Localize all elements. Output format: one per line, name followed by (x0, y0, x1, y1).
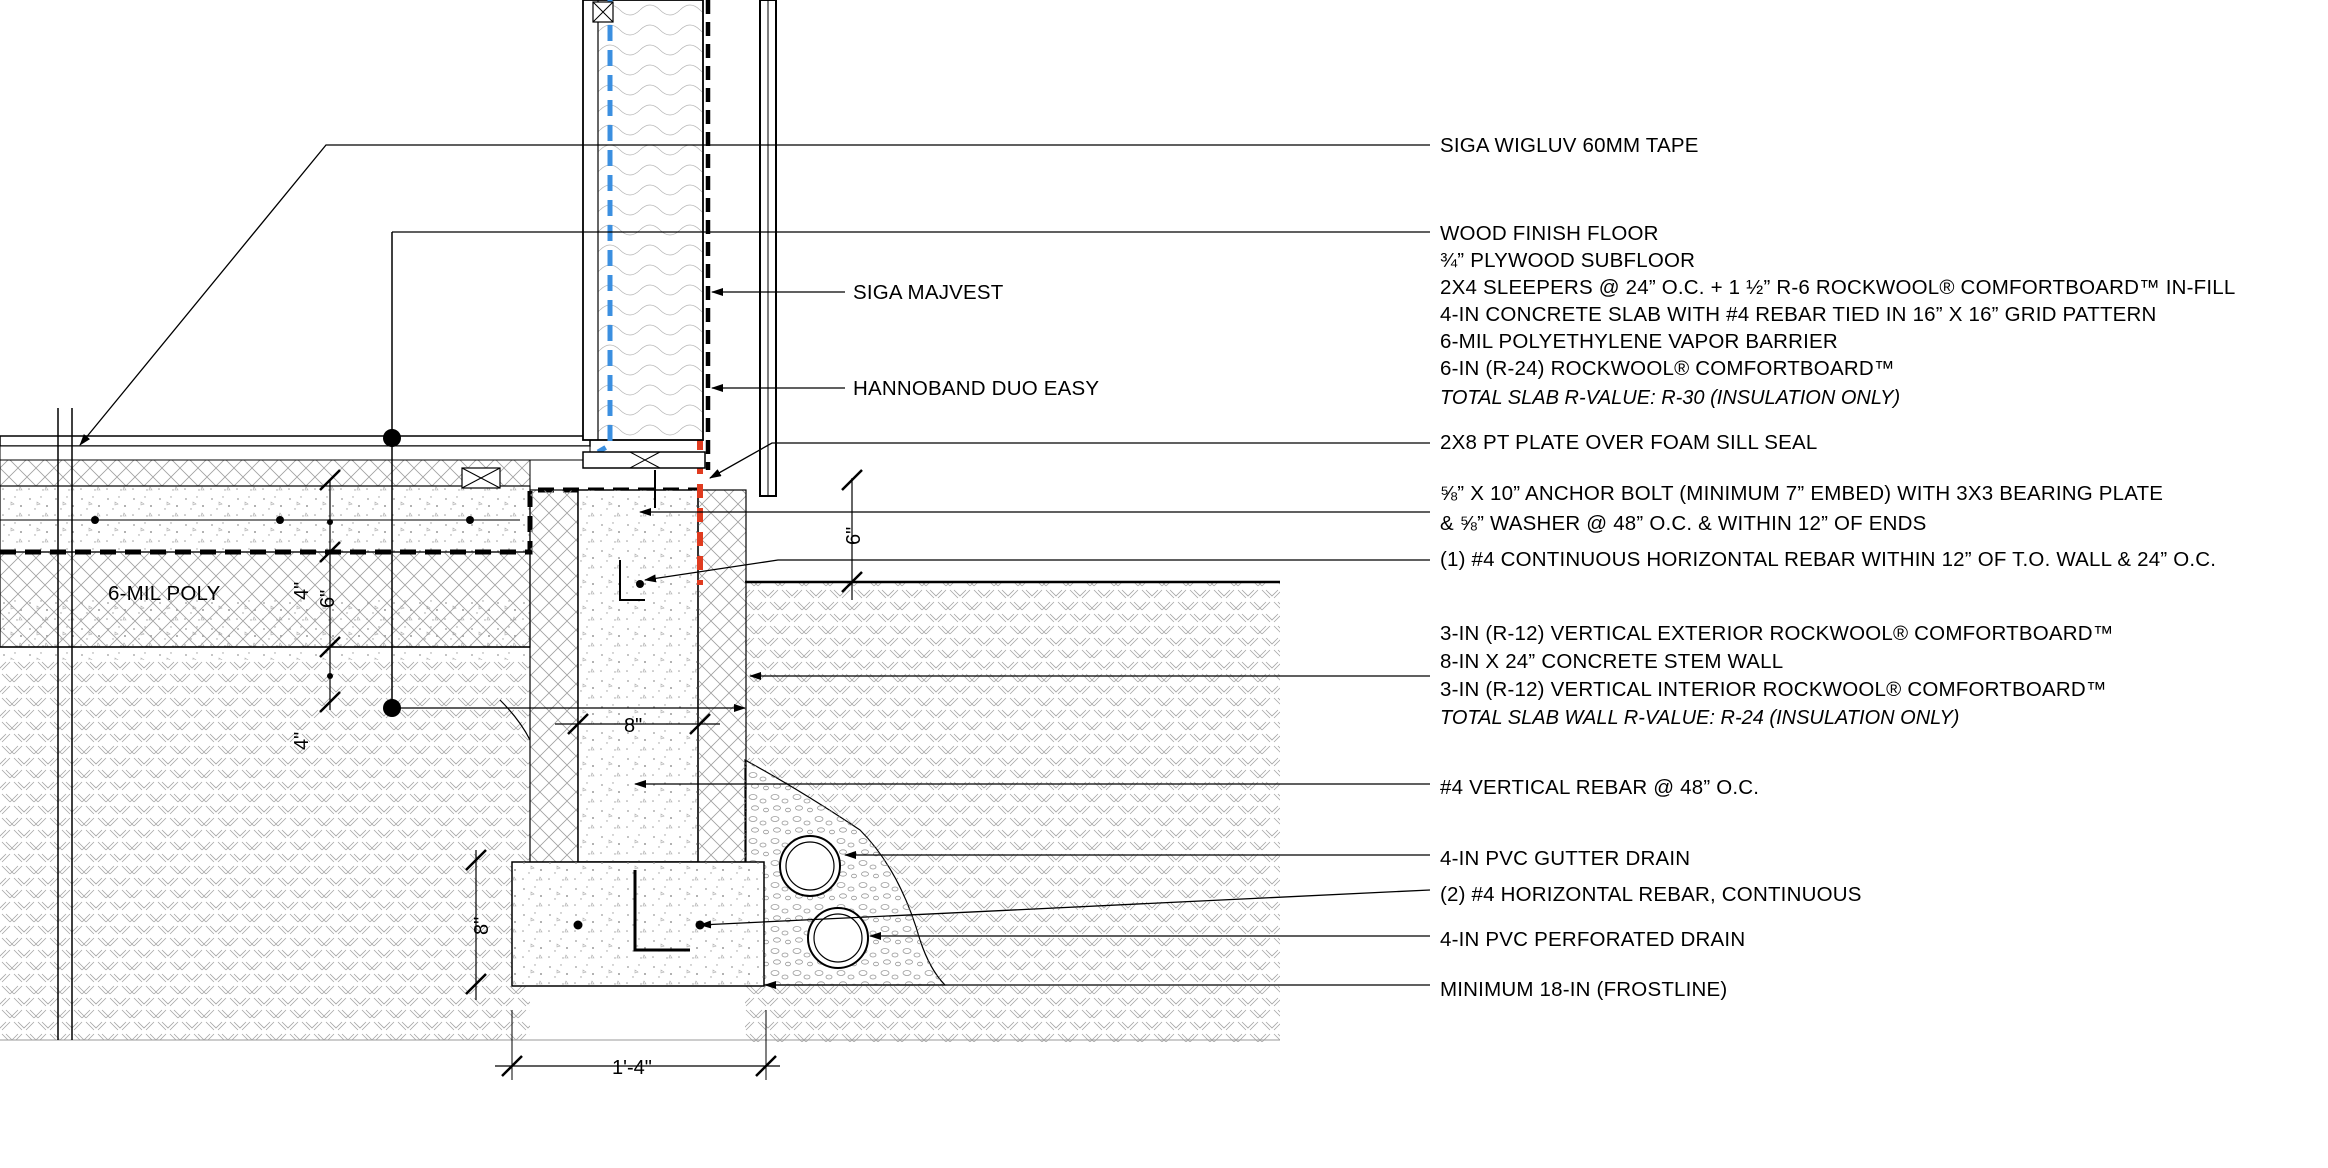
dim-above-grade-6: 6" (843, 527, 865, 545)
dim-insul-6: 6" (317, 590, 339, 608)
earth-fill (0, 580, 1280, 1042)
callout-right-13: 8-IN X 24” CONCRETE STEM WALL (1440, 650, 1783, 673)
callout-siga-majvest: SIGA MAJVEST (853, 281, 1004, 304)
stem-wall (511, 340, 765, 987)
callout-right-9: ⅝” X 10” ANCHOR BOLT (MINIMUM 7” EMBED) … (1440, 482, 2163, 505)
callout-right-4: 4-IN CONCRETE SLAB WITH #4 REBAR TIED IN… (1440, 303, 2157, 326)
callout-right-14: 3-IN (R-12) VERTICAL INTERIOR ROCKWOOL® … (1440, 678, 2107, 701)
wall-above (461, 0, 777, 497)
callout-hannoband: HANNOBAND DUO EASY (853, 377, 1099, 400)
callout-right-11: (1) #4 CONTINUOUS HORIZONTAL REBAR WITHI… (1440, 548, 2216, 571)
callout-right-18: (2) #4 HORIZONTAL REBAR, CONTINUOUS (1440, 883, 1862, 906)
callout-right-15: TOTAL SLAB WALL R-VALUE: R-24 (INSULATIO… (1440, 707, 1959, 729)
pvc-drains (779, 835, 869, 969)
slab-assembly (0, 435, 700, 648)
dimension-lines (319, 469, 863, 1080)
callout-right-17: 4-IN PVC GUTTER DRAIN (1440, 847, 1690, 870)
callout-right-19: 4-IN PVC PERFORATED DRAIN (1440, 928, 1745, 951)
callout-right-1: WOOD FINISH FLOOR (1440, 222, 1659, 245)
callout-right-3: 2X4 SLEEPERS @ 24” O.C. + 1 ½” R-6 ROCKW… (1440, 276, 2235, 299)
callout-right-16: #4 VERTICAL REBAR @ 48” O.C. (1440, 776, 1759, 799)
callout-right-12: 3-IN (R-12) VERTICAL EXTERIOR ROCKWOOL® … (1440, 622, 2113, 645)
section-markers (57, 231, 1430, 1040)
dim-lower-4: 4" (291, 732, 313, 750)
drain-gravel (744, 758, 947, 986)
label-6mil-poly: 6-MIL POLY (108, 582, 221, 605)
callout-right-5: 6-MIL POLYETHYLENE VAPOR BARRIER (1440, 330, 1838, 353)
callout-right-20: MINIMUM 18-IN (FROSTLINE) (1440, 978, 1727, 1001)
callout-right-6: 6-IN (R-24) ROCKWOOL® COMFORTBOARD™ (1440, 357, 1895, 380)
callout-right-10: & ⅝” WASHER @ 48” O.C. & WITHIN 12” OF E… (1440, 512, 1927, 535)
callout-right-2: ¾” PLYWOOD SUBFLOOR (1440, 249, 1695, 272)
callouts-right: SIGA WIGLUV 60MM TAPE WOOD FINISH FLOOR ¾”… (1440, 134, 2235, 1001)
callout-right-0: SIGA WIGLUV 60MM TAPE (1440, 134, 1699, 157)
dim-stem-width: 8" (624, 715, 642, 737)
dim-slab-4: 4" (291, 582, 313, 600)
callout-right-7: TOTAL SLAB R-VALUE: R-30 (INSULATION ONL… (1440, 387, 1900, 409)
dim-footing-width: 1'-4" (612, 1057, 652, 1079)
callout-right-8: 2X8 PT PLATE OVER FOAM SILL SEAL (1440, 431, 1817, 454)
leader-lines (79, 144, 1431, 989)
dim-footing-height: 8" (471, 917, 493, 935)
